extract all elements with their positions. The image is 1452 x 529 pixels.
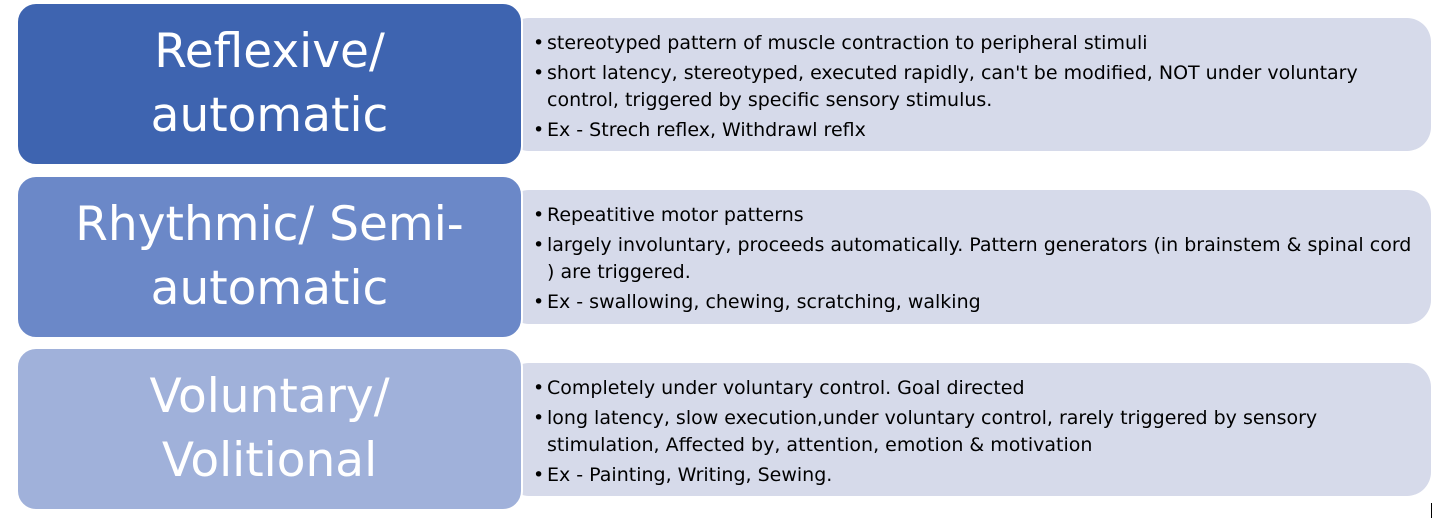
rhythmic-title-box: Rhythmic/ Semi-automatic	[16, 175, 523, 339]
reflexive-title: Reflexive/ automatic	[150, 24, 389, 143]
bullet-item: short latency, stereotyped, executed rap…	[533, 60, 1413, 114]
voluntary-description-box: Completely under voluntary control. Goal…	[505, 363, 1431, 496]
bullet-item: Ex - swallowing, chewing, scratching, wa…	[533, 289, 1413, 316]
bullet-item: Repeatitive motor patterns	[533, 202, 1413, 229]
rhythmic-title: Rhythmic/ Semi-automatic	[75, 197, 464, 316]
voluntary-bullet-list: Completely under voluntary control. Goal…	[533, 375, 1413, 489]
reflexive-description-box: stereotyped pattern of muscle contractio…	[505, 18, 1431, 151]
bullet-item: stereotyped pattern of muscle contractio…	[533, 30, 1413, 57]
rhythmic-bullet-list: Repeatitive motor patterns largely invol…	[533, 202, 1413, 316]
bullet-item: Completely under voluntary control. Goal…	[533, 375, 1413, 402]
bullet-item: Ex - Painting, Writing, Sewing.	[533, 462, 1413, 489]
bullet-item: Ex - Strech reflex, Withdrawl reflx	[533, 117, 1413, 144]
bullet-item: largely involuntary, proceeds automatica…	[533, 232, 1413, 286]
rhythmic-description-box: Repeatitive motor patterns largely invol…	[505, 190, 1431, 324]
text-cursor-mark	[1431, 503, 1432, 518]
voluntary-title-box: Voluntary/ Volitional	[16, 347, 523, 511]
reflexive-title-box: Reflexive/ automatic	[16, 2, 523, 166]
reflexive-bullet-list: stereotyped pattern of muscle contractio…	[533, 30, 1413, 144]
voluntary-title: Voluntary/ Volitional	[149, 369, 390, 488]
bullet-item: long latency, slow execution,under volun…	[533, 405, 1413, 459]
